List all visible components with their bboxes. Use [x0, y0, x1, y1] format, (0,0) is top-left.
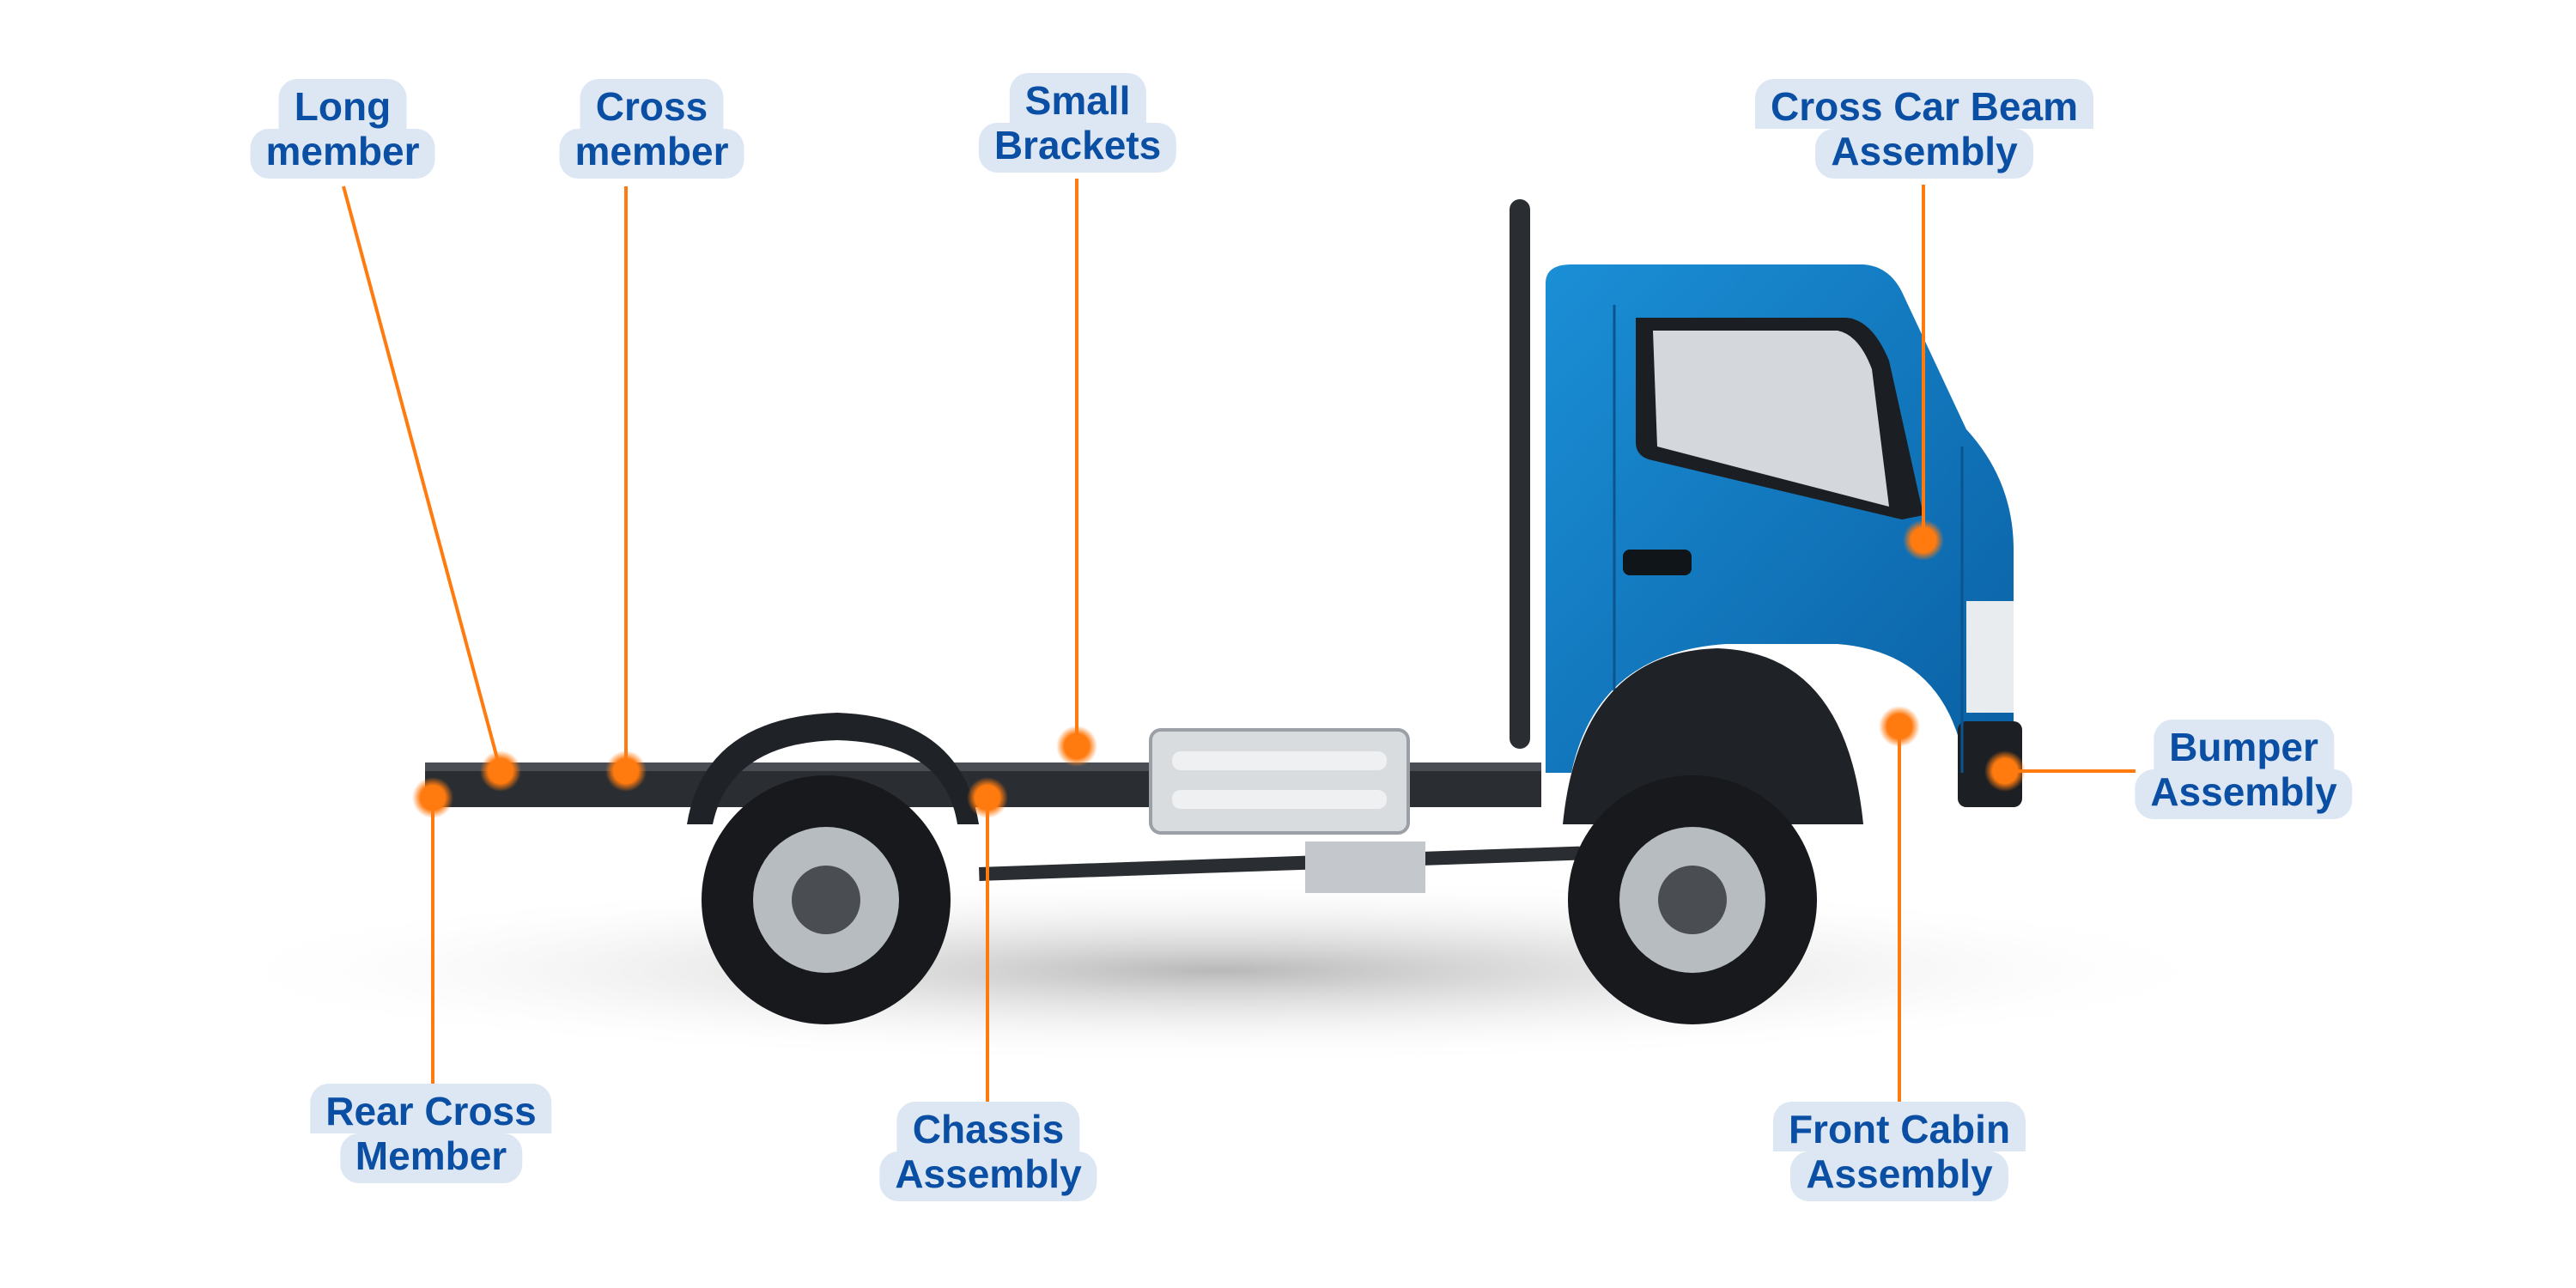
label-line: Front Cabin	[1772, 1102, 2026, 1151]
label-cross-member: Cross member	[559, 79, 744, 179]
hotspot-cross-member[interactable]	[605, 750, 647, 792]
label-chassis: Chassis Assembly	[879, 1102, 1097, 1201]
label-front-cabin: Front Cabin Assembly	[1772, 1102, 2026, 1201]
leader-lines	[342, 179, 2136, 1102]
label-line: Brackets	[978, 123, 1177, 173]
hotspot-dots	[412, 519, 2026, 818]
label-line: Assembly	[1790, 1151, 2008, 1201]
hotspot-small-brackets[interactable]	[1056, 726, 1097, 767]
rear-fender	[687, 713, 979, 824]
label-line: Chassis	[896, 1102, 1080, 1151]
cab	[1546, 264, 2022, 807]
label-line: Assembly	[879, 1151, 1097, 1201]
ground-shadow	[189, 876, 2250, 1065]
hotspot-rear-cross-member[interactable]	[412, 777, 453, 818]
label-line: Assembly	[1815, 129, 2033, 179]
hotspot-front-cabin[interactable]	[1879, 706, 1920, 747]
label-line: Cross Car Beam	[1755, 79, 2093, 129]
label-line: Long	[278, 79, 407, 129]
hotspot-cross-car-beam[interactable]	[1903, 519, 1944, 561]
label-line: member	[250, 129, 435, 179]
leader-long-member	[342, 185, 502, 772]
label-rear-cross-member: Rear Cross Member	[310, 1084, 552, 1183]
hotspot-chassis[interactable]	[967, 777, 1008, 818]
label-small-brackets: Small Brackets	[978, 73, 1177, 173]
label-line: Small	[1009, 73, 1146, 123]
label-line: Cross	[580, 79, 724, 129]
label-long-member: Long member	[250, 79, 435, 179]
label-line: Member	[339, 1133, 523, 1183]
hotspot-long-member[interactable]	[480, 750, 521, 792]
front-wheel	[1563, 648, 1863, 1024]
label-line: Assembly	[2135, 769, 2353, 819]
rear-wheel	[702, 775, 951, 1024]
label-cross-car-beam: Cross Car Beam Assembly	[1755, 79, 2093, 179]
label-line: member	[559, 129, 744, 179]
exhaust-stack	[1510, 199, 1530, 749]
label-line: Rear Cross	[310, 1084, 552, 1133]
label-line: Bumper	[2154, 720, 2334, 769]
label-bumper: Bumper Assembly	[2135, 720, 2353, 819]
hotspot-bumper[interactable]	[1984, 750, 2026, 792]
